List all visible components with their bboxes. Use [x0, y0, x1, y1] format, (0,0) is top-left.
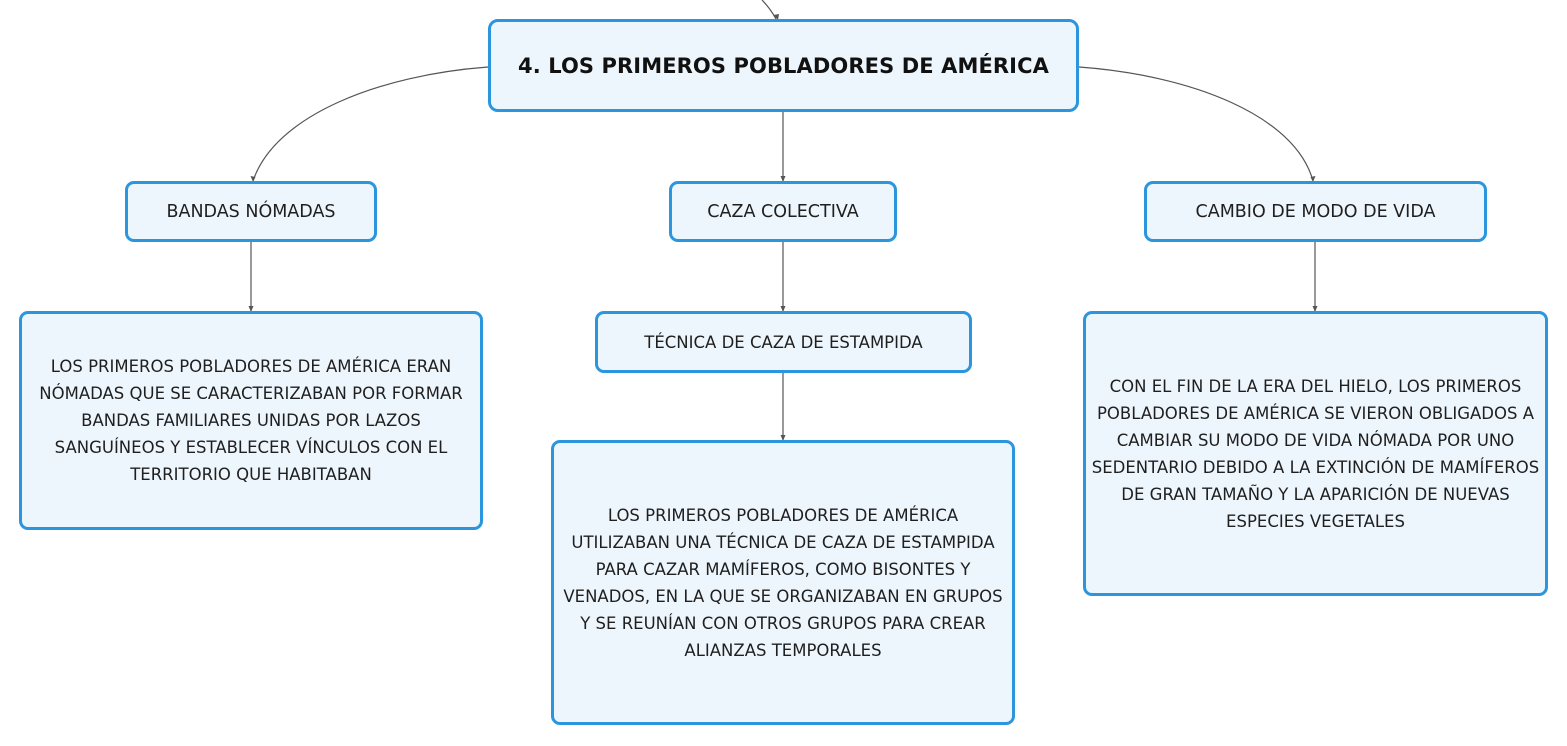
topic-node-bandas-nomadas[interactable]: BANDAS NÓMADAS	[125, 181, 377, 242]
description-text-caza-colectiva: LOS PRIMEROS POBLADORES DE AMÉRICA UTILI…	[563, 505, 1003, 660]
root-topic-node[interactable]: 4. LOS PRIMEROS POBLADORES DE AMÉRICA	[488, 19, 1079, 112]
description-text-cambio-de-modo-de-vida: CON EL FIN DE LA ERA DEL HIELO, LOS PRIM…	[1091, 376, 1540, 531]
topic-label-cambio-de-modo-de-vida: CAMBIO DE MODO DE VIDA	[1195, 201, 1436, 222]
topic-node-cambio-de-modo-de-vida[interactable]: CAMBIO DE MODO DE VIDA	[1144, 181, 1487, 242]
description-text-bandas-nomadas: LOS PRIMEROS POBLADORES DE AMÉRICA ERAN …	[39, 357, 463, 484]
topic-node-caza-colectiva[interactable]: CAZA COLECTIVA	[669, 181, 897, 242]
topic-label-caza-colectiva: CAZA COLECTIVA	[707, 201, 859, 222]
connector-parent-to-root	[761, 0, 777, 20]
description-node-cambio-de-modo-de-vida[interactable]: CON EL FIN DE LA ERA DEL HIELO, LOS PRIM…	[1083, 311, 1548, 596]
description-node-bandas-nomadas[interactable]: LOS PRIMEROS POBLADORES DE AMÉRICA ERAN …	[19, 311, 483, 530]
topic-label-bandas-nomadas: BANDAS NÓMADAS	[166, 201, 336, 222]
description-node-caza-colectiva[interactable]: LOS PRIMEROS POBLADORES DE AMÉRICA UTILI…	[551, 440, 1015, 725]
connector-root-to-bandas-nomadas	[252, 66, 489, 182]
connector-root-to-cambio-de-modo-de-vida	[1078, 66, 1314, 182]
subtopic-label-tecnica-de-caza: TÉCNICA DE CAZA DE ESTAMPIDA	[644, 332, 923, 352]
root-topic-label: 4. LOS PRIMEROS POBLADORES DE AMÉRICA	[518, 53, 1049, 78]
subtopic-node-tecnica-de-caza[interactable]: TÉCNICA DE CAZA DE ESTAMPIDA	[595, 311, 972, 373]
